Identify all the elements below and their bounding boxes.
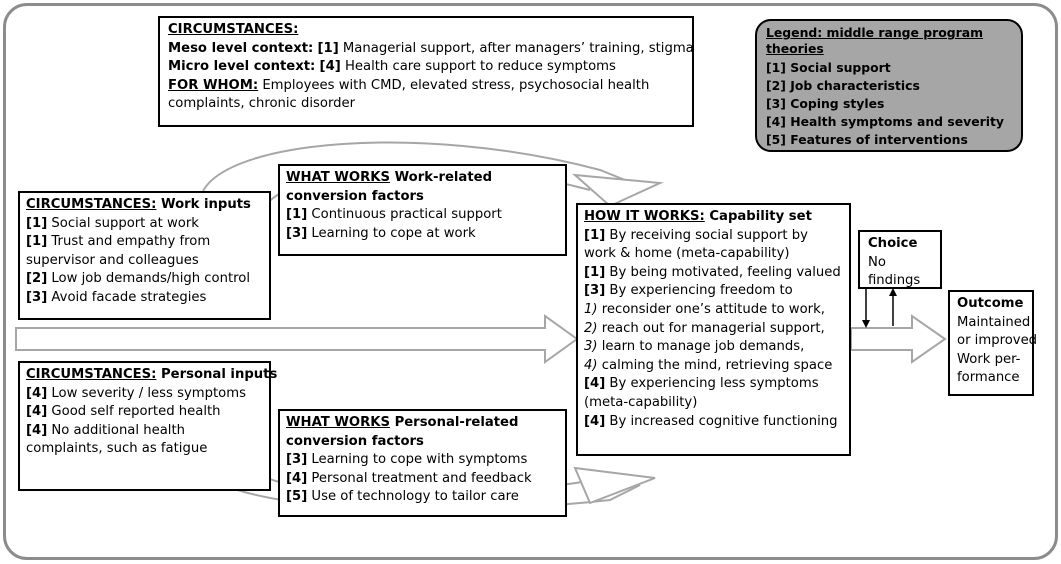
capability-line: [3] By experiencing freedom to xyxy=(584,283,793,299)
outcome-line: Work per- xyxy=(957,351,1021,367)
choice-line-2: findings xyxy=(868,273,921,289)
personal-input-item: [4] No additional health xyxy=(26,422,185,438)
work-inputs-box: CIRCUMSTANCES: Work inputs [1] Social su… xyxy=(18,191,271,320)
capability-set-box: HOW IT WORKS: Capability set [1] By rece… xyxy=(576,203,851,456)
micro-code: [4] xyxy=(319,59,341,75)
personal-conversion-header-2: conversion factors xyxy=(286,433,424,449)
outcome-header: Outcome xyxy=(957,296,1024,311)
capability-line: [1] By receiving social support by xyxy=(584,227,808,243)
capability-line: work & home (meta-capability) xyxy=(584,246,790,262)
work-input-item: [1] Trust and empathy from xyxy=(26,234,211,250)
work-input-item: [1] Social support at work xyxy=(26,215,199,231)
work-conversion-header-u: WHAT WORKS xyxy=(286,170,390,185)
personal-input-item: complaints, such as fatigue xyxy=(26,441,208,457)
legend-item: [3] Coping styles xyxy=(766,96,885,111)
capability-header-u: HOW IT WORKS: xyxy=(584,209,705,224)
outcome-box: Outcome Maintained or improved Work per-… xyxy=(948,290,1038,396)
legend-title-2: theories xyxy=(766,41,824,56)
work-inputs-header-u: CIRCUMSTANCES: xyxy=(26,197,157,212)
outer-frame xyxy=(3,3,1058,560)
personal-input-item: [4] Good self reported health xyxy=(26,404,221,420)
choice-down-arrowhead xyxy=(862,320,870,328)
personal-input-item: [4] Low severity / less symptoms xyxy=(26,385,246,401)
upper-loop-arrow xyxy=(199,141,631,201)
personal-conversion-item: [3] Learning to cope with symptoms xyxy=(286,452,528,468)
personal-conversion-header-u: WHAT WORKS xyxy=(286,415,390,430)
work-conversion-header-2: conversion factors xyxy=(286,188,424,204)
upper-loop-arrowhead xyxy=(572,173,664,208)
legend-item: [2] Job characteristics xyxy=(766,78,920,93)
lower-loop-arrowhead xyxy=(573,466,656,505)
micro-text: Health care support to reduce symptoms xyxy=(340,59,616,75)
choice-box: Choice No findings xyxy=(858,230,942,289)
meso-label: Meso level context: xyxy=(168,40,314,56)
for-whom-text-2: complaints, chronic disorder xyxy=(168,96,356,112)
capability-line: [4] By experiencing less symptoms xyxy=(584,376,819,392)
work-conversion-item: [1] Continuous practical support xyxy=(286,207,502,223)
work-inputs-header-rest: Work inputs xyxy=(156,197,251,212)
micro-label: Micro level context: xyxy=(168,59,316,75)
context-header: CIRCUMSTANCES: xyxy=(168,22,299,37)
outcome-line: or improved xyxy=(957,333,1038,349)
work-conversion-item: [3] Learning to cope at work xyxy=(286,225,476,241)
capability-line: 1) reconsider one’s attitude to work, xyxy=(584,301,825,317)
work-input-item: [2] Low job demands/high control xyxy=(26,271,250,287)
meso-text: Managerial support, after managers’ trai… xyxy=(338,40,694,56)
capability-to-outcome-arrow xyxy=(850,314,947,364)
personal-conversion-item: [4] Personal treatment and feedback xyxy=(286,470,532,486)
personal-inputs-header-rest: Personal inputs xyxy=(156,367,278,382)
personal-inputs-header-u: CIRCUMSTANCES: xyxy=(26,367,157,382)
work-input-item: supervisor and colleagues xyxy=(26,252,199,268)
for-whom-text: Employees with CMD, elevated stress, psy… xyxy=(258,77,650,93)
choice-up-arrowhead xyxy=(889,288,897,296)
personal-conversion-item: [5] Use of technology to tailor care xyxy=(286,489,519,505)
choice-header: Choice xyxy=(868,236,918,251)
choice-line-1: No xyxy=(868,254,886,270)
personal-conversion-box: WHAT WORKS Personal-related conversion f… xyxy=(278,409,567,517)
legend-item: [4] Health symptoms and severity xyxy=(766,114,1004,129)
legend-item: [1] Social support xyxy=(766,60,891,75)
capability-line: (meta-capability) xyxy=(584,394,698,410)
work-conversion-header-rest: Work-related xyxy=(389,170,493,185)
legend-item: [5] Features of interventions xyxy=(766,132,968,147)
capability-line: [4] By increased cognitive functioning xyxy=(584,413,838,429)
personal-inputs-box: CIRCUMSTANCES: Personal inputs [4] Low s… xyxy=(18,361,277,491)
legend-box: Legend: middle range program theories [1… xyxy=(755,19,1023,152)
main-flow-arrow xyxy=(15,314,579,364)
capability-line: 2) reach out for managerial support, xyxy=(584,320,825,336)
capability-line: [1] By being motivated, feeling valued xyxy=(584,264,841,280)
outcome-line: formance xyxy=(957,370,1020,386)
legend-title: Legend: middle range program xyxy=(766,25,984,40)
for-whom-label: FOR WHOM: xyxy=(168,77,259,93)
outcome-line: Maintained xyxy=(957,314,1031,330)
work-input-item: [3] Avoid facade strategies xyxy=(26,289,207,305)
capability-line: 4) calming the mind, retrieving space xyxy=(584,357,833,373)
capability-header-rest: Capability set xyxy=(704,209,812,224)
meso-code: [1] xyxy=(317,40,339,56)
circumstances-context-box: CIRCUMSTANCES: Meso level context: [1] M… xyxy=(158,16,694,127)
personal-conversion-header-rest: Personal-related xyxy=(389,415,519,430)
work-conversion-box: WHAT WORKS Work-related conversion facto… xyxy=(278,164,567,256)
capability-line: 3) learn to manage job demands, xyxy=(584,339,805,355)
